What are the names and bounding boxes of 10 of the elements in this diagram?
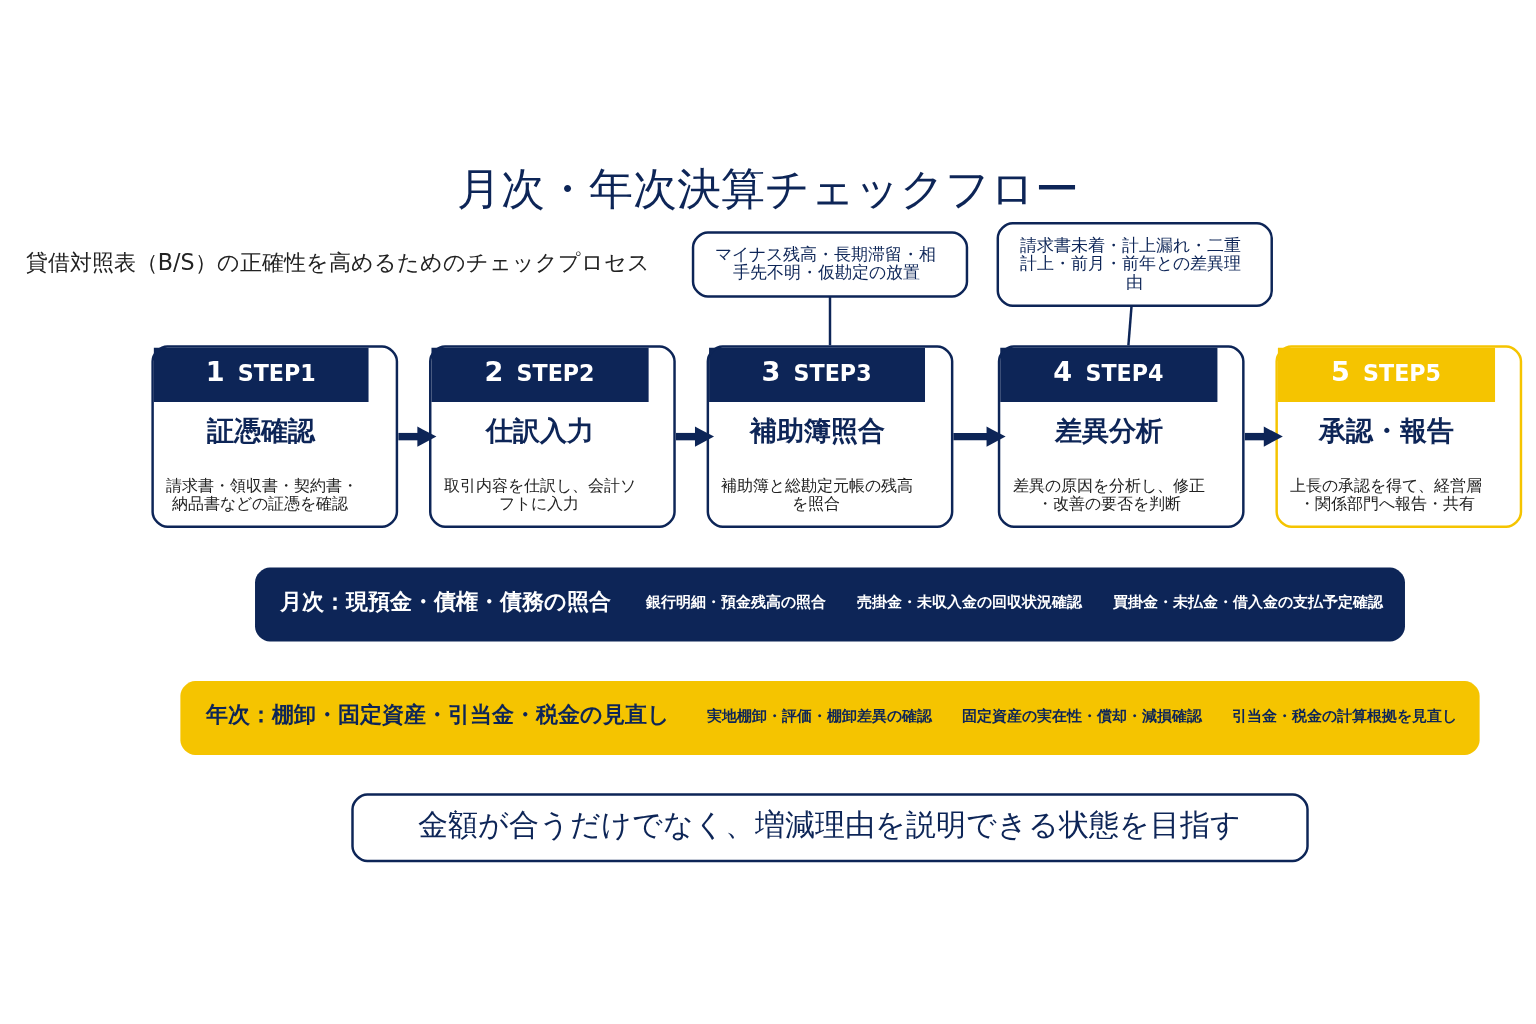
label: 貸借対照表（B/S）の正確性を高めるためのチェックプロセス <box>25 248 650 275</box>
connector <box>1127 305 1133 345</box>
diagram-title: 月次・年次決算チェックフロー <box>457 162 1079 214</box>
node-box: 月次：現預金・債権・債務の照合 銀行明細・預金残高の照合 売掛金・未収入金の回収状況確認 買掛金・未払金・借入金の支払予定確認 <box>255 566 1405 641</box>
node-box: 金額が合うだけでなく、増減理由を説明できる状態を目指す <box>351 792 1309 862</box>
connector <box>828 296 832 345</box>
node-box: 請求書未着・計上漏れ・二重計上・前月・前年との差異理由 <box>996 221 1273 307</box>
node-box: マイナス残高・長期滞留・相手先不明・仮勘定の放置 <box>691 230 969 298</box>
node-box: 年次：棚卸・固定資産・引当金・税金の見直し 実地棚卸・評価・棚卸差異の確認 固定資産の実在性・償却・減損確認 引当金・税金の計算根拠を見直し <box>180 680 1480 755</box>
arrow <box>1244 426 1283 447</box>
